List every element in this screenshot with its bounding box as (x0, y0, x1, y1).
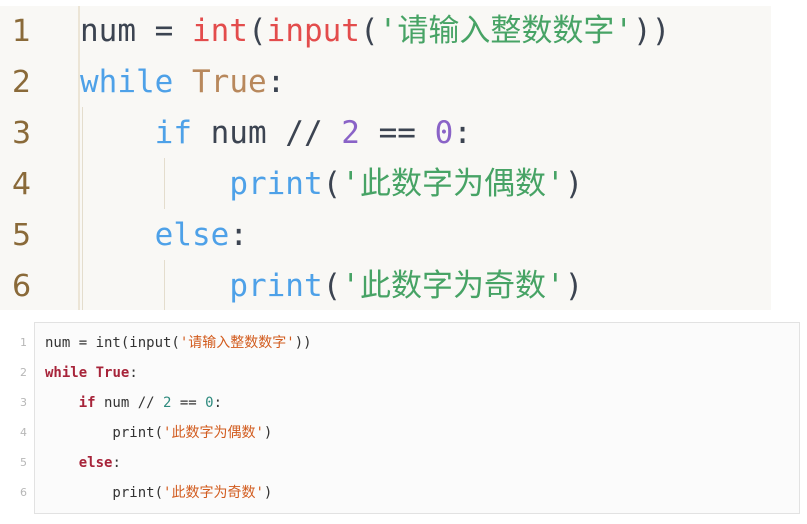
code-text: print('此数字为偶数') (45, 418, 272, 448)
line-number: 1 (20, 336, 27, 349)
line-number: 5 (12, 218, 32, 253)
code-token: print (229, 166, 323, 202)
code-token: 0 (434, 115, 454, 151)
line-number: 2 (20, 366, 27, 379)
code-token (80, 115, 155, 151)
code-token: ) (564, 268, 584, 304)
code-token: ) (263, 425, 273, 441)
code-token: '请输入整数数字' (179, 335, 295, 351)
code-text: if num // 2 == 0: (80, 108, 472, 159)
line-number: 3 (12, 116, 32, 151)
code-token: : (213, 395, 223, 411)
indent-guide (164, 158, 165, 209)
code-token: == (171, 395, 206, 411)
code-token: num // (95, 395, 164, 411)
code-line[interactable]: 4 print('此数字为偶数') (0, 159, 771, 210)
line-number: 5 (20, 456, 27, 469)
code-line[interactable]: 2 while True: (20, 358, 799, 388)
code-token: )) (632, 13, 671, 49)
code-text: else: (80, 210, 248, 261)
line-number: 3 (20, 396, 27, 409)
code-token: print (229, 268, 323, 304)
code-token: : (129, 365, 138, 381)
code-token: ) (263, 485, 273, 501)
code-token: num = (80, 13, 192, 49)
indent-guide (82, 107, 83, 310)
code-token: else (154, 217, 230, 253)
code-line[interactable]: 6 print('此数字为奇数') (20, 478, 799, 508)
gutter-separator (78, 6, 80, 310)
code-token: ( (359, 13, 379, 49)
code-token: '此数字为奇数' (341, 268, 565, 304)
code-token: 0 (205, 395, 214, 411)
code-token: ( (322, 166, 342, 202)
code-text: else: (45, 448, 121, 478)
code-token: '请输入整数数字' (378, 13, 633, 49)
code-text: num = int(input('请输入整数数字')) (45, 328, 312, 358)
code-token: : (453, 115, 472, 151)
code-token: ( (247, 13, 267, 49)
code-line[interactable]: 1 num = int(input('请输入整数数字')) (20, 328, 799, 358)
code-token: )) (294, 335, 312, 351)
code-token (80, 166, 229, 202)
code-token (45, 455, 79, 471)
code-text: print('此数字为奇数') (45, 478, 272, 508)
code-token: if (78, 395, 96, 411)
code-token: True (192, 64, 267, 100)
code-token: num = int(input( (45, 335, 180, 351)
code-token (45, 395, 79, 411)
bottom-code-editor[interactable]: 1 num = int(input('请输入整数数字')) 2 while True:… (20, 322, 800, 514)
code-token: 2 (341, 115, 360, 151)
code-line[interactable]: 2 while True: (0, 57, 771, 108)
code-token: 2 (163, 395, 172, 411)
indent-guide (164, 260, 165, 310)
code-line[interactable]: 5 else: (0, 210, 771, 261)
code-token: '此数字为偶数' (341, 166, 565, 202)
code-token: while (45, 365, 88, 381)
code-token: '此数字为奇数' (163, 485, 264, 501)
code-token: print( (45, 485, 164, 501)
code-token: ( (322, 268, 342, 304)
code-text: while True: (80, 57, 285, 108)
code-line[interactable]: 4 print('此数字为偶数') (20, 418, 799, 448)
code-token: else (78, 455, 113, 471)
code-token (80, 217, 155, 253)
code-line[interactable]: 6 print('此数字为奇数') (0, 261, 771, 312)
code-token: if (154, 115, 192, 151)
line-number: 6 (12, 269, 32, 304)
code-token: : (266, 64, 286, 100)
code-token (80, 268, 229, 304)
code-token (173, 64, 192, 100)
code-line[interactable]: 3 if num // 2 == 0: (0, 108, 771, 159)
code-token: print( (45, 425, 164, 441)
code-text: print('此数字为偶数') (80, 159, 583, 210)
line-number: 4 (12, 167, 32, 202)
code-token (87, 365, 95, 381)
code-token: : (112, 455, 121, 471)
code-token: int (191, 13, 248, 49)
code-token: ) (564, 166, 584, 202)
code-token: '此数字为偶数' (163, 425, 264, 441)
line-number: 6 (20, 486, 27, 499)
code-token: True (95, 365, 130, 381)
code-token: while (80, 64, 174, 100)
code-text: print('此数字为奇数') (80, 261, 583, 312)
line-number: 4 (20, 426, 27, 439)
code-text: if num // 2 == 0: (45, 388, 222, 418)
code-token: : (229, 217, 248, 253)
code-token: num // (191, 115, 342, 151)
code-line[interactable]: 5 else: (20, 448, 799, 478)
code-token: input (266, 13, 360, 49)
line-number: 1 (12, 14, 32, 49)
code-token: == (359, 115, 435, 151)
line-number: 2 (12, 65, 32, 100)
code-text: num = int(input('请输入整数数字')) (80, 6, 670, 57)
code-text: while True: (45, 358, 138, 388)
code-line[interactable]: 3 if num // 2 == 0: (20, 388, 799, 418)
